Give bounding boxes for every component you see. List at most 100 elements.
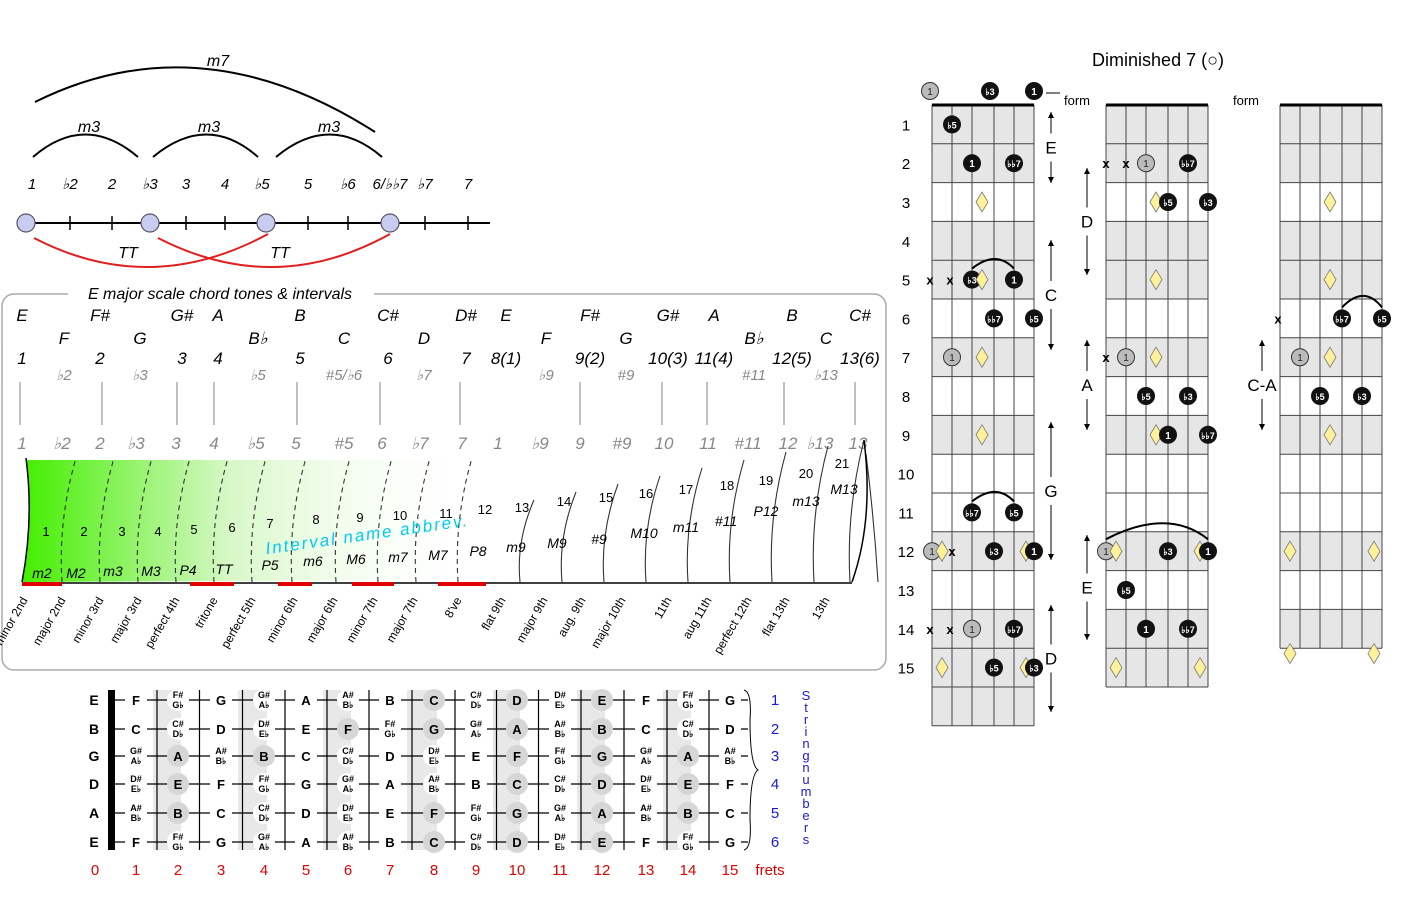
arrow-head	[1048, 177, 1054, 183]
barre-arc	[971, 258, 1015, 270]
note-sharp: C#	[172, 719, 184, 729]
note-name: A	[301, 693, 311, 708]
note-sharp: A#	[342, 690, 354, 700]
note-sharp: C#	[470, 832, 482, 842]
chord-tone-dot	[1353, 387, 1371, 405]
scale-degree: 5	[295, 349, 305, 368]
string-label-letter: S	[802, 688, 811, 703]
note-name: B	[259, 749, 268, 764]
note-bg	[549, 745, 571, 767]
mute-x: x	[948, 544, 956, 559]
scale-degree: 10(3)	[648, 349, 688, 368]
note-sharp: A#	[640, 803, 652, 813]
note-sharp: F#	[683, 690, 694, 700]
scale-degree: 2	[94, 349, 105, 368]
semitone-number: 3	[118, 524, 125, 539]
note-flat: A♭	[471, 729, 482, 739]
mute-x: x	[1122, 156, 1130, 171]
note-sharp: D#	[554, 690, 566, 700]
note-sharp: C#	[258, 803, 270, 813]
scale-note-name: C	[338, 329, 351, 348]
interval-boundary	[250, 457, 267, 583]
note-bg	[465, 745, 487, 767]
lower-degree: ♭2	[53, 434, 71, 453]
note-flat: D♭	[343, 756, 354, 766]
lower-degree: 6	[377, 434, 387, 453]
m3-arc-2	[152, 133, 259, 158]
note-bg	[677, 689, 699, 711]
barre-arc	[1105, 522, 1209, 541]
chord-tone-dot	[380, 213, 400, 233]
form-letter: D	[1045, 650, 1057, 669]
chord-tone-dot	[1179, 387, 1197, 405]
note-bg	[506, 802, 528, 824]
interval-name: aug 11th	[680, 595, 715, 642]
form-letter: E	[1081, 579, 1092, 598]
note-bg	[253, 745, 275, 767]
note-bg	[635, 831, 657, 853]
note-bg	[337, 831, 359, 853]
dot-label: 1	[1143, 159, 1149, 170]
scale-degree: 12(5)	[772, 349, 812, 368]
nut	[108, 690, 115, 850]
root-dot	[1199, 542, 1217, 561]
note-flat: G♭	[384, 729, 395, 739]
note-name: F	[344, 722, 352, 737]
interval-abbrev: m3	[103, 563, 123, 579]
grey-root-dot	[921, 82, 939, 100]
diamond-marker	[1109, 540, 1123, 562]
note-sharp: D#	[640, 774, 652, 784]
grey-root-dot	[1137, 154, 1155, 173]
note-bg	[167, 802, 189, 824]
scale-degree: ♭9	[538, 367, 554, 384]
interval-boundary	[414, 457, 431, 583]
note-bg	[549, 802, 571, 824]
note-bg	[635, 718, 657, 740]
note-name: A	[512, 722, 522, 737]
note-name: F	[642, 693, 650, 708]
form-letter: C	[1045, 286, 1057, 305]
interval-abbrev: m6	[303, 553, 323, 569]
note-flat: G♭	[554, 756, 565, 766]
fret-number: 14	[680, 862, 697, 879]
note-sharp: A#	[724, 746, 736, 756]
chord-tone-dot	[1005, 154, 1023, 173]
form-letter: C-A	[1247, 376, 1277, 395]
interval-abbrev: #9	[591, 531, 607, 547]
note-bg	[125, 831, 147, 853]
dim7-title: Diminished 7 (○)	[1092, 50, 1224, 70]
dot-label: 1	[1103, 547, 1109, 558]
interval-boundary	[518, 499, 535, 583]
note-flat: E♭	[641, 784, 651, 794]
scale-note-name: D#	[455, 306, 477, 325]
note-bg	[423, 745, 445, 767]
interval-boundary	[728, 459, 745, 583]
fret-shade	[932, 531, 1034, 571]
note-flat: B♭	[429, 784, 440, 794]
note-bg	[465, 802, 487, 824]
semitone-number: 16	[639, 486, 653, 501]
chord-tone-dot	[1373, 309, 1391, 328]
note-bg	[549, 689, 571, 711]
dot-label: ♭3	[1203, 198, 1212, 208]
form-label: form	[1064, 93, 1090, 108]
note-flat: B♭	[216, 756, 227, 766]
note-bg	[635, 802, 657, 824]
interval-abbrev: #11	[715, 513, 737, 529]
root-dot	[1159, 425, 1177, 444]
chord-tone-dot	[1199, 425, 1217, 444]
interval-boundary	[770, 451, 787, 583]
chord-tone-dot	[1117, 581, 1135, 599]
note-sharp: D#	[428, 746, 440, 756]
form-letter: A	[1081, 376, 1093, 395]
note-bg	[506, 831, 528, 853]
interval-boundary	[290, 457, 307, 583]
scale-note-name: B♭	[744, 329, 764, 348]
interval-name: major 9th	[513, 595, 550, 645]
note-flat: G♭	[470, 813, 481, 823]
chord-tone-dot	[1199, 193, 1217, 211]
note-sharp: F#	[683, 832, 694, 842]
note-sharp: F#	[555, 746, 566, 756]
note-flat: E♭	[429, 756, 439, 766]
note-flat: B♭	[641, 813, 652, 823]
